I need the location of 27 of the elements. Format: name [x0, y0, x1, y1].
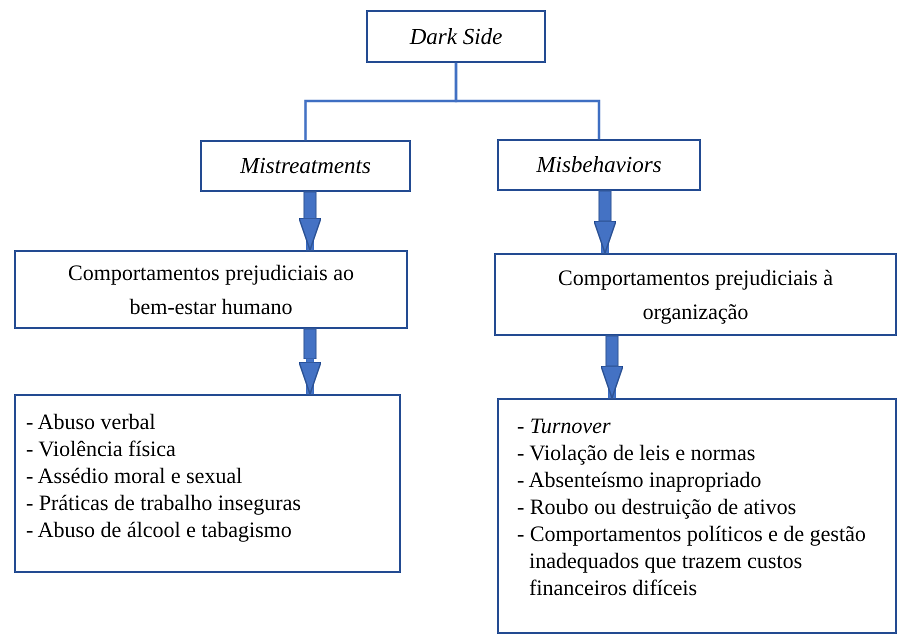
block-arrow: [298, 328, 322, 395]
block-arrow: [593, 190, 617, 254]
list-item: - Turnover: [517, 412, 611, 439]
block-arrow: [298, 192, 322, 251]
connector-line: [454, 63, 600, 139]
list-item: - Absenteísmo inapropriado: [517, 466, 762, 493]
description-box: [14, 250, 408, 329]
list-item: - Violação de leis e normas: [517, 439, 756, 466]
box-label: Misbehaviors: [536, 151, 662, 179]
list-item: - Assédio moral e sexual: [26, 462, 242, 489]
list-item: - Práticas de trabalho inseguras: [26, 489, 301, 516]
category-box: [366, 10, 546, 63]
block-arrow: [600, 336, 624, 399]
list-box: [497, 398, 897, 634]
list-box: [14, 394, 401, 573]
box-label: Dark Side: [410, 22, 502, 50]
list-item: - Abuso verbal: [26, 408, 156, 435]
category-box: [497, 139, 701, 191]
description-box: [494, 253, 897, 336]
box-label: Comportamentos prejudiciais ao bem-estar humano: [67, 258, 355, 320]
list-item: - Violência física: [26, 435, 176, 462]
list-item: - Abuso de álcool e tabagismo: [26, 516, 292, 543]
box-label: Mistreatments: [240, 152, 371, 180]
list-item: - Comportamentos políticos e de gestão inadequados que trazem custos financeiros difíceis: [517, 520, 867, 601]
box-label: Comportamentos prejudiciais à organização: [557, 264, 834, 326]
category-box: [200, 140, 411, 192]
list-item: - Roubo ou destruição de ativos: [517, 493, 796, 520]
